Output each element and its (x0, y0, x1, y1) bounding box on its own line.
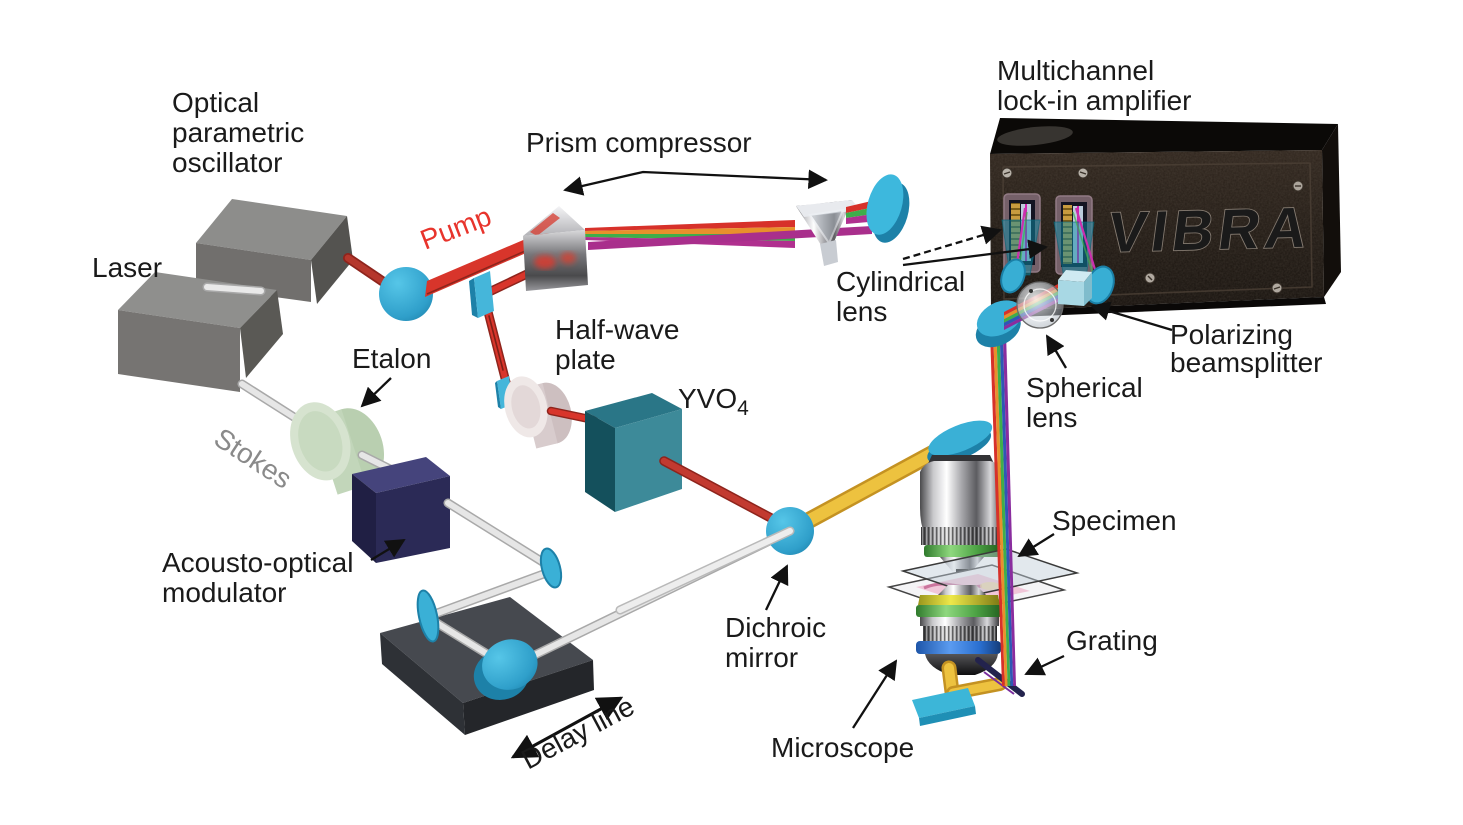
compressor-rainbow-band (585, 220, 872, 250)
label-etalon: Etalon (352, 343, 431, 374)
label-grating: Grating (1066, 625, 1158, 656)
dichroic-arrow (764, 564, 789, 611)
opo-box (196, 199, 353, 304)
vibra-logo: VIBRA (1103, 195, 1316, 266)
microscope-bottom-mirror (912, 688, 976, 726)
split-mirror-left (1000, 258, 1026, 294)
prism-compressor-arrow (563, 169, 828, 196)
label-opo-line3: oscillator (172, 147, 282, 178)
label-opo-line2: parametric (172, 117, 304, 148)
pump-mirror (379, 267, 433, 321)
polarizing-bs-arrow (1090, 301, 1173, 332)
prism-1 (523, 206, 588, 291)
label-pump: Pump (416, 200, 495, 255)
grating-arrow (1024, 654, 1065, 676)
label-yvo4-main: YVO (678, 383, 737, 414)
annotation-arrows (360, 169, 1173, 759)
etalon-disc (290, 402, 385, 495)
label-lockin-line1: Multichannel (997, 55, 1154, 86)
etalon-arrow (360, 377, 392, 408)
label-yvo4-sub: 4 (737, 397, 749, 420)
vibra-text: VIBRA (1104, 196, 1315, 265)
label-microscope: Microscope (771, 732, 914, 763)
label-laser: Laser (92, 252, 162, 283)
label-prism-compressor: Prism compressor (526, 127, 752, 158)
compressor-end-mirror (866, 174, 910, 243)
cylindrical-lens-arrow-2 (902, 239, 1048, 267)
label-cylindrical-line2: lens (836, 296, 887, 327)
label-hwp-line1: Half-wave (555, 314, 679, 345)
panel-screw-icons (1001, 167, 1304, 294)
label-opo-line1: Optical (172, 87, 259, 118)
rainbow-beam-vertical (990, 332, 1016, 686)
label-pbs-line2: beamsplitter (1170, 347, 1323, 378)
label-cylindrical-line1: Cylindrical (836, 266, 965, 297)
spherical-lens-disc (1016, 281, 1064, 329)
prism-2 (796, 200, 860, 266)
delay-mirror-2 (416, 589, 440, 643)
label-aom-line2: modulator (162, 577, 287, 608)
spherical-lens-arrow (1046, 334, 1067, 369)
fold-mirror-a (469, 271, 494, 318)
grating-element (975, 657, 1025, 697)
polarizing-beamsplitter-cube (1058, 270, 1092, 306)
microscope-arrow (852, 659, 898, 729)
microscope-objective-lower (916, 585, 1002, 675)
microscope-top-mirror (927, 420, 993, 464)
aom-cube (352, 457, 450, 563)
label-specimen: Specimen (1052, 505, 1177, 536)
delay-line-arrow (510, 696, 624, 759)
yvo4-crystal (585, 393, 682, 512)
pump-beam-to-dichroic (659, 456, 791, 531)
aom-arrow (370, 538, 406, 561)
label-dichroic-line2: mirror (725, 642, 798, 673)
dichroic-mirror-disc (615, 507, 814, 615)
label-spherical-line2: lens (1026, 402, 1077, 433)
label-aom-line1: Acousto-optical (162, 547, 353, 578)
label-pbs-line1: Polarizing (1170, 319, 1293, 350)
laser-to-opo-rod (202, 282, 266, 296)
label-lockin-line2: lock-in amplifier (997, 85, 1192, 116)
label-hwp-line2: plate (555, 344, 616, 375)
label-yvo4: YVO4 (678, 383, 749, 420)
cylindrical-lens-arrow-1 (902, 225, 1002, 261)
delay-mirror-1 (539, 547, 563, 589)
specimen-arrow (1017, 533, 1055, 558)
label-spherical-line1: Spherical (1026, 372, 1143, 403)
delay-mirror-3 (473, 639, 538, 700)
label-dichroic-line1: Dichroic (725, 612, 826, 643)
label-stokes: Stokes (209, 422, 298, 495)
